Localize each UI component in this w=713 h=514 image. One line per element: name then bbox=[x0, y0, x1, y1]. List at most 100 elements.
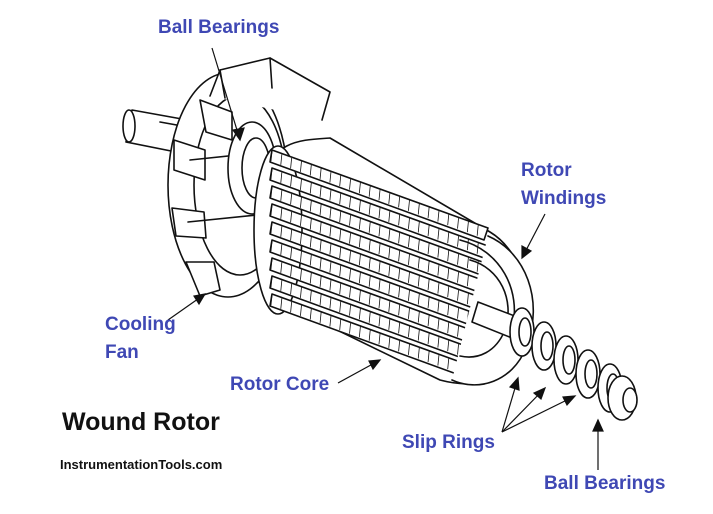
lamination-line bbox=[349, 214, 351, 226]
lamination-line bbox=[388, 211, 391, 222]
lamination-line bbox=[300, 179, 302, 191]
lamination-line bbox=[427, 243, 430, 255]
lamination-line bbox=[378, 243, 381, 255]
lamination-line bbox=[339, 175, 342, 187]
lamination-line bbox=[339, 265, 342, 277]
lamination-line bbox=[339, 211, 342, 223]
lamination-line bbox=[457, 325, 459, 337]
lamination-line bbox=[349, 232, 351, 244]
lamination-line bbox=[378, 261, 381, 273]
lamination-line bbox=[427, 351, 430, 363]
leader-ball-bearings-bottom bbox=[592, 418, 604, 470]
lamination-line bbox=[437, 282, 440, 294]
lamination-line bbox=[466, 293, 469, 305]
lamination-line bbox=[427, 225, 430, 237]
lamination-line bbox=[270, 168, 273, 180]
lamination-line bbox=[319, 276, 322, 288]
lamination-line bbox=[447, 232, 450, 244]
lamination-line bbox=[408, 236, 410, 248]
lamination-line bbox=[427, 261, 430, 273]
lamination-line bbox=[378, 207, 381, 219]
lamination-line bbox=[309, 290, 312, 302]
lamination-line bbox=[309, 272, 312, 284]
lamination-line bbox=[309, 200, 312, 212]
lamination-line bbox=[349, 304, 351, 316]
lamination-line bbox=[339, 247, 342, 259]
lamination-line bbox=[290, 283, 293, 295]
lamination-line bbox=[388, 319, 391, 330]
lamination-line bbox=[427, 279, 430, 291]
winding-band bbox=[269, 149, 489, 241]
lamination-line bbox=[349, 286, 351, 298]
lamination-line bbox=[329, 225, 332, 237]
lamination-line bbox=[437, 336, 440, 348]
lamination-line bbox=[329, 279, 332, 291]
lamination-line bbox=[368, 312, 371, 323]
lamination-line bbox=[290, 157, 293, 169]
lamination-line bbox=[457, 289, 459, 301]
lamination-line bbox=[417, 293, 420, 305]
lamination-line bbox=[329, 243, 332, 255]
rotor-winding-bands bbox=[269, 149, 489, 385]
lamination-line bbox=[447, 268, 450, 280]
lamination-line bbox=[408, 344, 410, 356]
lamination-line bbox=[417, 239, 420, 251]
lamination-line bbox=[417, 347, 420, 359]
lamination-line bbox=[270, 150, 273, 162]
lamination-line bbox=[280, 172, 283, 183]
lamination-line bbox=[466, 275, 469, 287]
lamination-line bbox=[270, 276, 273, 288]
lamination-line bbox=[339, 301, 342, 313]
lamination-line bbox=[457, 271, 459, 283]
lamination-line bbox=[466, 239, 469, 251]
lamination-line bbox=[368, 276, 371, 287]
lamination-line bbox=[427, 315, 430, 327]
lamination-line bbox=[290, 265, 293, 277]
lamination-line bbox=[437, 228, 440, 240]
lamination-line bbox=[378, 189, 381, 201]
lamination-line bbox=[280, 190, 283, 201]
lamination-line bbox=[319, 168, 322, 180]
lamination-line bbox=[398, 250, 401, 262]
diagram-title: Wound Rotor bbox=[62, 408, 220, 436]
lamination-line bbox=[398, 232, 401, 244]
lamination-line bbox=[309, 218, 312, 230]
lamination-line bbox=[476, 243, 479, 254]
lamination-line bbox=[270, 258, 273, 270]
lamination-line bbox=[447, 304, 450, 316]
lamination-line bbox=[417, 329, 420, 341]
lamination-line bbox=[290, 193, 293, 205]
lamination-line bbox=[427, 333, 430, 345]
lamination-line bbox=[378, 297, 381, 309]
lamination-line bbox=[300, 233, 302, 245]
lamination-line bbox=[349, 322, 351, 334]
lamination-line bbox=[300, 305, 302, 317]
lamination-line bbox=[398, 196, 401, 208]
lamination-line bbox=[329, 315, 332, 327]
lamination-line bbox=[437, 354, 440, 366]
lamination-line bbox=[270, 240, 273, 252]
lamination-line bbox=[417, 203, 420, 215]
lamination-line bbox=[300, 269, 302, 281]
lamination-line bbox=[349, 196, 351, 208]
lamination-line bbox=[398, 340, 401, 352]
lamination-line bbox=[280, 208, 283, 219]
lamination-line bbox=[398, 286, 401, 298]
lamination-line bbox=[329, 189, 332, 201]
lamination-line bbox=[378, 333, 381, 345]
lamination-line bbox=[290, 301, 293, 313]
label-rotor-windings: Rotor Windings bbox=[521, 157, 606, 213]
lamination-line bbox=[270, 222, 273, 234]
lamination-line bbox=[309, 236, 312, 248]
lamination-line bbox=[290, 211, 293, 223]
lamination-line bbox=[437, 318, 440, 330]
lamination-line bbox=[466, 257, 469, 269]
lamination-line bbox=[447, 250, 450, 262]
leader-rotor-windings bbox=[521, 213, 546, 260]
lamination-line bbox=[300, 215, 302, 227]
slip-ring-inner bbox=[562, 345, 576, 375]
lamination-line bbox=[319, 312, 322, 324]
ball-bearing-right bbox=[607, 375, 638, 421]
lamination-line bbox=[417, 275, 420, 287]
